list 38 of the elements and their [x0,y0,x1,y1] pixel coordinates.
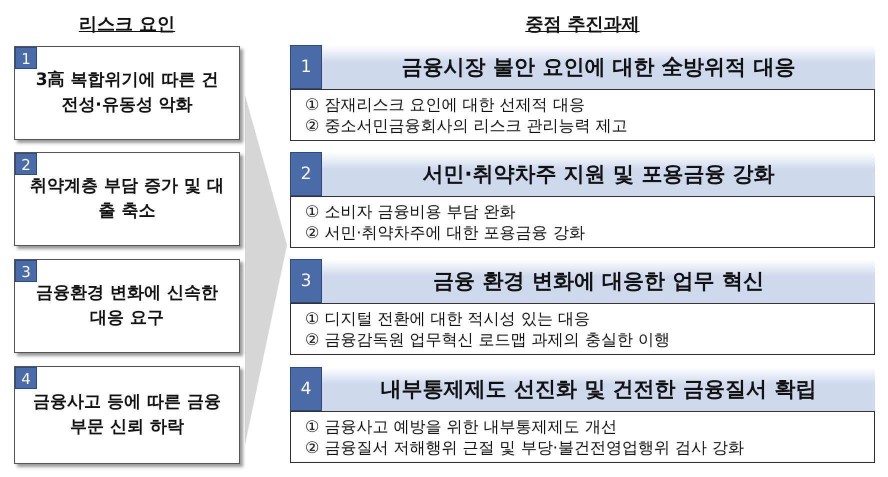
risk-text: 3高 복합위기에 따른 건전성·유동성 악화 [34,69,220,117]
number-badge: 2 [15,153,37,175]
task-detail-box [290,411,875,463]
number-badge: 4 [15,367,37,389]
risk-box [14,46,240,140]
task-item: ① 잠재리스크 요인에 대한 선제적 대응 [305,94,586,115]
task-title: 서민·취약차주 지원 및 포용금융 강화 [421,161,776,188]
task-detail-box [290,89,875,141]
risk-text: 취약계층 부담 증가 및 대출 축소 [29,175,225,223]
risk-box [14,259,240,353]
task-title: 금융시장 불안 요인에 대한 全방위적 대응 [400,54,796,81]
number-badge: 2 [290,152,322,196]
task-detail-box [290,196,875,248]
column-heading: 중점 추진과제 [524,13,641,36]
task-item: ① 소비자 금융비용 부담 완화 [305,201,517,222]
task-detail-box [290,303,875,355]
risk-text: 금융환경 변화에 신속한 대응 요구 [35,282,219,330]
task-item: ② 금융질서 저해행위 근절 및 부당·불건전영업행위 검사 강화 [305,437,746,458]
task-item: ② 중소서민금융회사의 리스크 관리능력 제고 [305,115,629,136]
task-title: 금융 환경 변화에 대응한 업무 혁신 [432,268,765,295]
number-badge: 3 [290,259,322,303]
risk-box [14,152,240,246]
number-badge: 4 [290,367,322,411]
column-heading: 리스크 요인 [78,13,176,36]
task-header-band [290,45,875,89]
number-badge: 1 [15,47,37,69]
risk-box [14,366,240,464]
task-header-band [290,367,875,411]
number-badge: 3 [15,260,37,282]
task-item: ② 금융감독원 업무혁신 로드맵 과제의 충실한 이행 [305,329,671,350]
task-header-band [290,259,875,303]
task-title: 내부통제제도 선진화 및 건전한 금융질서 확립 [380,376,818,403]
task-item: ① 금융사고 예방을 위한 내부통제제도 개선 [305,416,618,437]
risk-text: 금융사고 등에 따른 금융부문 신뢰 하락 [32,391,222,439]
task-item: ② 서민·취약차주에 대한 포용금융 강화 [305,222,586,243]
task-item: ① 디지털 전환에 대한 적시성 있는 대응 [305,308,591,329]
number-badge: 1 [290,45,322,89]
task-header-band [290,152,875,196]
